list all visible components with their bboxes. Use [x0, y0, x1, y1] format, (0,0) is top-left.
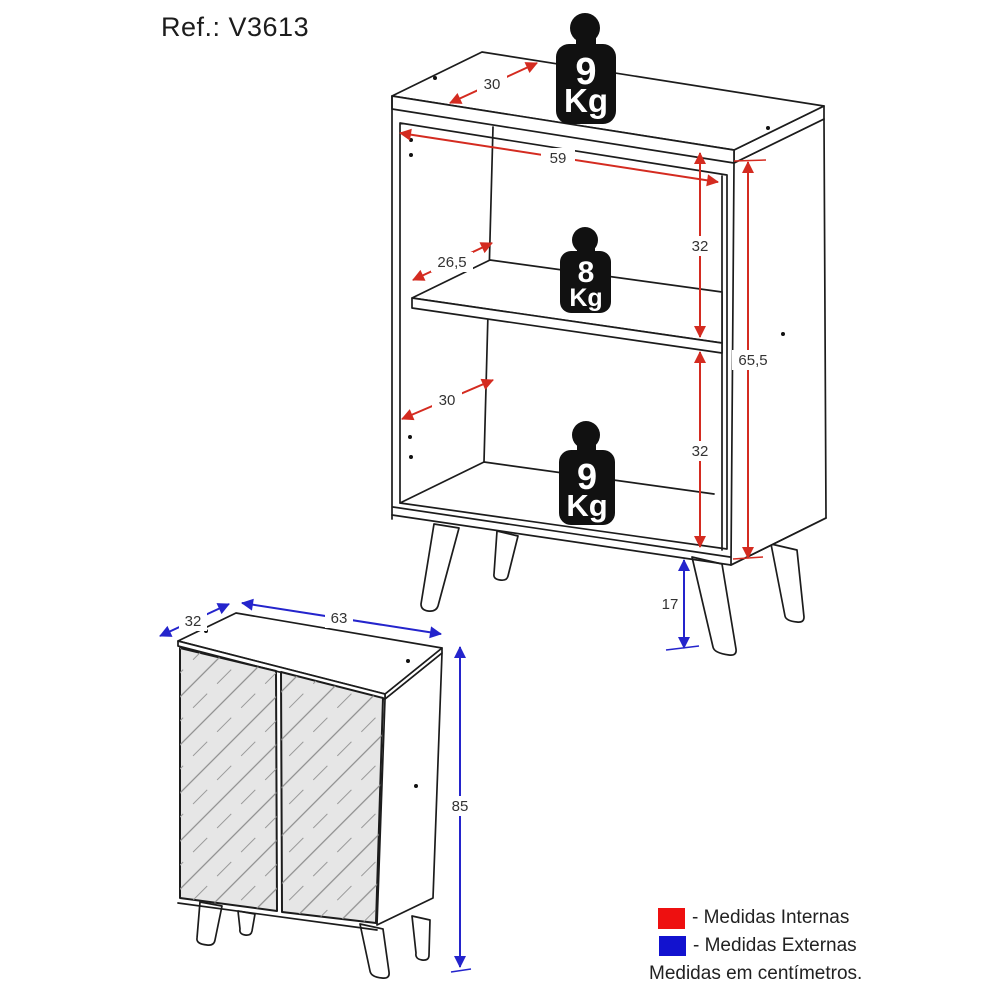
legend-swatch-internal	[658, 907, 685, 929]
legend-row-external: - Medidas Externas	[659, 935, 857, 957]
legend-label-external: - Medidas Externas	[693, 935, 857, 956]
product-reference: Ref.: V3613	[161, 12, 310, 42]
weight-value: 9	[575, 51, 596, 93]
dim-external-width: 63	[331, 610, 348, 627]
weight-icon-shelf: 8 Kg	[560, 227, 611, 313]
weight-value: 8	[578, 256, 595, 289]
leg-rear-left	[493, 530, 519, 582]
mirror-door-left-hatch	[180, 648, 277, 911]
dim-shelf-depth: 26,5	[437, 254, 466, 271]
leg-height-arrow	[665, 559, 700, 651]
leg-front-left	[420, 523, 460, 612]
mirror-doors	[179, 647, 384, 924]
leg-rear-left	[237, 910, 256, 937]
right-side-panel	[730, 118, 827, 566]
dim-inner-height: 65,5	[738, 352, 767, 369]
leg-rear-right	[411, 915, 431, 961]
bottom-edge	[177, 902, 378, 931]
open-cabinet-drawing: 9 Kg 8 Kg 9 Kg	[391, 13, 827, 656]
leg-front-right	[359, 923, 390, 979]
closed-cabinet-drawing: 32 63 85	[159, 598, 474, 979]
dim-top-depth: 30	[484, 76, 501, 93]
legend-note: Medidas em centímetros.	[649, 963, 863, 984]
weight-icon-bottom: 9 Kg	[559, 421, 615, 525]
open-cabinet-dimension-labels: 30 59 26,5 32 30 32 65,5 17	[431, 74, 774, 614]
dim-lower-depth: 30	[439, 392, 456, 409]
weight-value: 9	[577, 456, 597, 497]
legend-row-internal: - Medidas Internas	[658, 907, 849, 929]
leg-rear-right	[770, 543, 805, 623]
closed-cabinet-legs	[196, 901, 431, 979]
dim-upper-section-height: 32	[692, 238, 709, 255]
dim-external-height: 85	[452, 798, 469, 815]
dim-lower-section-height: 32	[692, 443, 709, 460]
weight-unit: Kg	[566, 488, 607, 523]
weight-unit: Kg	[564, 82, 608, 119]
legend-swatch-external	[659, 936, 686, 956]
closed-cabinet-dimension-labels: 32 63 85	[179, 608, 474, 816]
legend-label-internal: - Medidas Internas	[692, 907, 850, 928]
dim-inner-width: 59	[550, 150, 567, 167]
dim-leg-height: 17	[662, 596, 679, 613]
weight-unit: Kg	[569, 284, 602, 312]
weight-icon-top: 9 Kg	[556, 13, 616, 124]
leg-front-right	[691, 556, 737, 656]
mirror-door-right-hatch	[281, 672, 383, 923]
leg-front-left	[196, 901, 223, 946]
dim-external-depth: 32	[185, 613, 202, 630]
